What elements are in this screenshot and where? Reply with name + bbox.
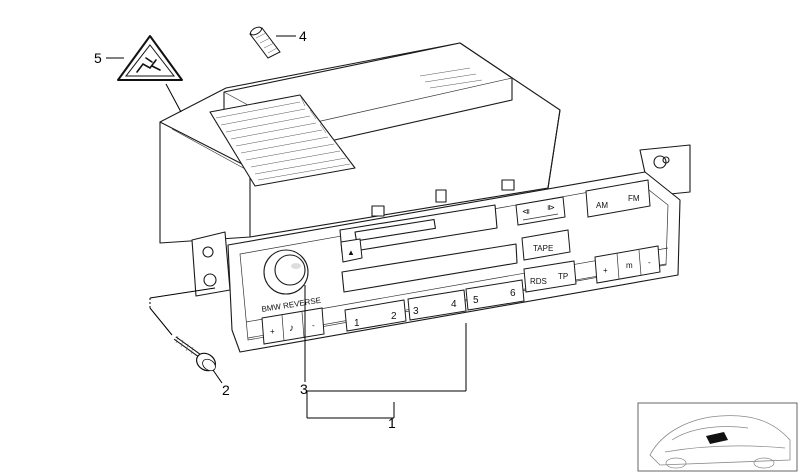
callout-3: 3	[300, 381, 308, 397]
preset-2-label: 2	[391, 311, 397, 322]
fm-label: FM	[628, 194, 640, 203]
vol-plus-label: +	[270, 327, 275, 336]
volume-rocker[interactable]: + ♪ -	[261, 307, 325, 345]
m-label: m	[626, 261, 633, 270]
preset-3-label: 3	[413, 306, 419, 317]
preset-6-label: 6	[510, 288, 516, 299]
am-label: AM	[596, 201, 608, 210]
m-minus-label: -	[648, 258, 651, 267]
screw	[173, 335, 216, 372]
eject-button[interactable]: ▲	[340, 238, 363, 263]
seek-buttons[interactable]: ⧏ ⧐	[515, 196, 566, 226]
tp-label: TP	[558, 272, 568, 281]
hand-plug-icon	[136, 57, 161, 73]
rds-tp-button[interactable]: RDS TP	[523, 260, 577, 293]
heat-sink-hatching	[215, 94, 351, 181]
seek-prev-icon: ⧏	[522, 207, 530, 216]
rds-label: RDS	[530, 277, 547, 286]
note-icon: ♪	[289, 323, 294, 334]
callout-1: 1	[388, 415, 396, 431]
m-plus-label: +	[603, 266, 608, 275]
pin	[249, 26, 281, 59]
memory-rocker[interactable]: + m -	[594, 245, 661, 284]
front-panel	[191, 144, 691, 353]
eject-icon: ▲	[347, 248, 355, 257]
preset-button-5-6[interactable]: 5 6	[465, 279, 525, 311]
preset-button-1-2[interactable]: 1 2	[344, 299, 407, 332]
callout-4: 4	[299, 28, 307, 44]
preset-5-label: 5	[473, 295, 479, 306]
vehicle-locator-thumbnail	[637, 402, 798, 472]
callout-5: 5	[94, 50, 102, 66]
preset-4-label: 4	[451, 299, 457, 310]
preset-1-label: 1	[354, 318, 360, 329]
seek-next-icon: ⧐	[547, 203, 555, 212]
radio-housing	[159, 42, 561, 244]
radio-location-marker	[706, 432, 728, 444]
preset-button-3-4[interactable]: 3 4	[407, 289, 467, 321]
vol-minus-label: -	[312, 321, 315, 330]
am-fm-button[interactable]: AM FM	[585, 179, 651, 218]
tape-label: TAPE	[533, 244, 553, 253]
volume-knob[interactable]	[263, 249, 309, 295]
callout-2: 2	[222, 382, 230, 398]
tape-button[interactable]: TAPE	[521, 229, 571, 261]
leader-lines	[106, 35, 467, 419]
warning-triangle-label	[117, 35, 183, 81]
